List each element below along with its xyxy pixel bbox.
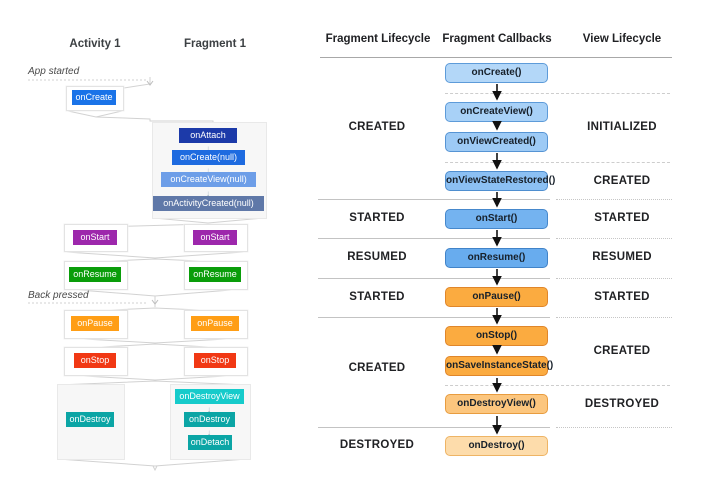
fragment-state-destroyed: DESTROYED	[339, 439, 415, 451]
view-state-created-2: CREATED	[593, 345, 651, 357]
down-arrow-icon: ↓	[206, 189, 210, 198]
fragment-oncreate-null-box: onCreate(null)	[172, 150, 245, 165]
view-state-started-2: STARTED	[594, 291, 650, 303]
state-separator	[318, 278, 550, 279]
row-separator-dashed	[445, 162, 670, 163]
fragment-state-started: STARTED	[349, 212, 405, 224]
fragment-state-started-2: STARTED	[349, 291, 405, 303]
callback-ondestroyview-box: onDestroyView()	[445, 394, 548, 414]
header-underline	[320, 57, 672, 58]
down-arrow-icon: ↓	[206, 144, 210, 153]
view-separator-dotted	[556, 427, 672, 428]
fragment-ondestroyview-box: onDestroyView	[175, 389, 244, 404]
fragment-state-created-2: CREATED	[348, 362, 406, 374]
annotation-back-pressed: Back pressed	[28, 290, 89, 301]
down-arrow-icon: ↓	[206, 166, 210, 175]
view-separator-dotted	[556, 278, 672, 279]
header-fragment-lifecycle: Fragment Lifecycle	[325, 33, 431, 45]
state-separator	[318, 199, 550, 200]
fragment-ondestroy-box: onDestroy	[184, 412, 235, 427]
view-separator-dotted	[556, 238, 672, 239]
callback-oncreate-box: onCreate()	[445, 63, 548, 83]
view-separator-dotted	[556, 317, 672, 318]
header-view-lifecycle: View Lifecycle	[582, 33, 662, 45]
callback-onsaveinstancestate-box: onSaveInstanceState()	[445, 356, 553, 376]
view-state-started: STARTED	[594, 212, 650, 224]
header-fragment-callbacks: Fragment Callbacks	[442, 33, 552, 45]
column-header-fragment: Fragment 1	[184, 38, 246, 50]
callback-onviewcreated-box: onViewCreated()	[445, 132, 548, 152]
state-separator	[318, 427, 550, 428]
fragment-onpause-box: onPause	[191, 316, 239, 331]
annotation-app-started: App started	[28, 66, 80, 77]
state-separator	[318, 238, 550, 239]
activity-ondestroy-box: onDestroy	[66, 412, 114, 427]
callback-ondestroy-box: onDestroy()	[445, 436, 548, 456]
activity-onresume-box: onResume	[69, 267, 121, 282]
fragment-onstart-box: onStart	[193, 230, 237, 245]
view-state-resumed: RESUMED	[592, 251, 652, 263]
fragment-state-resumed: RESUMED	[347, 251, 407, 263]
state-separator	[318, 317, 550, 318]
column-header-activity: Activity 1	[69, 38, 121, 50]
activity-onstart-box: onStart	[73, 230, 117, 245]
row-separator-dashed	[445, 93, 670, 94]
fragment-ondetach-box: onDetach	[188, 435, 232, 450]
fragment-state-created: CREATED	[348, 121, 406, 133]
callback-onpause-box: onPause()	[445, 287, 548, 307]
callback-onviewstaterestored-box: onViewStateRestored()	[445, 171, 555, 191]
down-arrow-icon: ↓	[207, 428, 211, 437]
view-separator-dotted	[556, 199, 672, 200]
fragment-onresume-box: onResume	[189, 267, 241, 282]
down-arrow-icon: ↓	[207, 405, 211, 414]
callback-onstart-box: onStart()	[445, 209, 548, 229]
view-state-created: CREATED	[593, 175, 651, 187]
fragment-onactivitycreated-null-box: onActivityCreated(null)	[153, 196, 264, 211]
fragment-oncreateview-null-box: onCreateView(null)	[161, 172, 256, 187]
fragment-onattach-box: onAttach	[179, 128, 237, 143]
view-state-destroyed: DESTROYED	[584, 398, 660, 410]
activity-onpause-box: onPause	[71, 316, 119, 331]
activity-oncreate-box: onCreate	[72, 90, 116, 105]
callback-onresume-box: onResume()	[445, 248, 548, 268]
fragment-onstop-box: onStop	[194, 353, 236, 368]
activity-onstop-box: onStop	[74, 353, 116, 368]
view-state-initialized: INITIALIZED	[587, 121, 657, 133]
row-separator-dashed	[445, 385, 670, 386]
